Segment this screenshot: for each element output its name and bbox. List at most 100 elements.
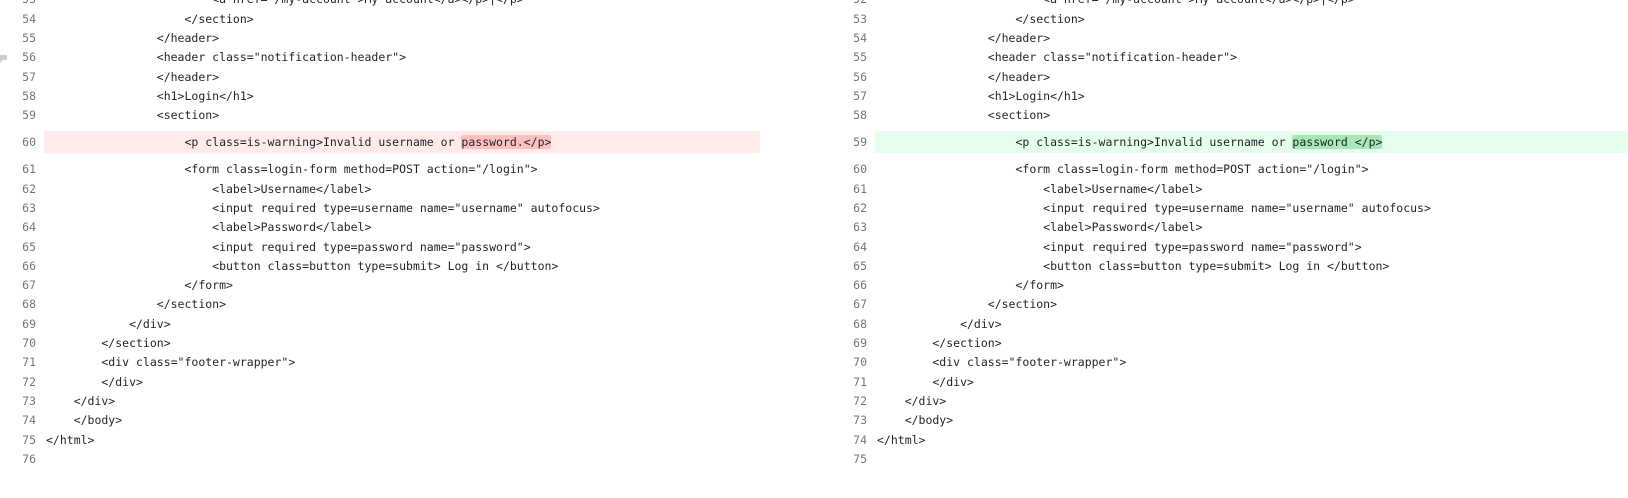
line-number[interactable]: 75 [22,433,36,447]
diff-line: 52 <a href="/my-account">My account</a><… [831,0,1628,9]
diff-line: 57 <h1>Login</h1> [831,86,1628,106]
diff-line: 74 </body> [0,410,800,430]
code-text: <a href="/my-account">My account</a></p>… [46,0,800,9]
code-text: </form> [46,278,233,292]
code-text: </html> [46,433,95,447]
line-number[interactable]: 66 [853,278,867,292]
diff-line: 61 <form class=login-form method=POST ac… [0,159,800,179]
diff-line: 67 </section> [831,294,1628,314]
line-number[interactable]: 76 [22,452,36,466]
diff-line: 65 <button class=button type=submit> Log… [831,256,1628,276]
comment-marker-icon[interactable] [0,55,7,63]
line-number[interactable]: 60 [853,162,867,176]
diff-line: 66 </form> [831,275,1628,295]
code-text: </section> [877,12,1085,26]
line-number[interactable]: 70 [22,336,36,350]
code-text: </div> [46,317,171,331]
line-number[interactable]: 61 [22,162,36,176]
code-text: <p class=is-warning>Invalid username or … [44,131,760,153]
line-number[interactable]: 58 [22,89,36,103]
line-number[interactable]: 73 [22,394,36,408]
line-number[interactable]: 66 [22,259,36,273]
line-number[interactable]: 56 [853,70,867,84]
line-number[interactable]: 58 [853,108,867,122]
code-text: <div class="footer-wrapper"> [46,355,296,369]
code-text: </form> [877,278,1064,292]
line-number[interactable]: 62 [22,182,36,196]
code-text: <input required type=username name="user… [877,201,1431,215]
line-number[interactable]: 64 [22,220,36,234]
diff-line: 63 <label>Password</label> [831,217,1628,237]
line-number[interactable]: 55 [22,31,36,45]
diff-line: 53 </section> [831,9,1628,29]
line-number[interactable]: 56 [22,50,36,64]
code-text: </section> [46,12,254,26]
line-number[interactable]: 75 [853,452,867,466]
added-text-highlight: password </p> [1292,135,1383,149]
code-text: </body> [46,413,123,427]
code-text: <input required type=password name="pass… [46,240,531,254]
line-number[interactable]: 59 [853,135,867,149]
line-number[interactable]: 74 [853,433,867,447]
line-number[interactable]: 53 [853,12,867,26]
diff-line: 62 <label>Username</label> [0,179,800,199]
code-text-unchanged: <p class=is-warning>Invalid username or [46,135,462,149]
line-number[interactable]: 61 [853,182,867,196]
line-number[interactable]: 71 [22,355,36,369]
diff-line: 67 </form> [0,275,800,295]
line-number[interactable]: 54 [853,31,867,45]
diff-line: 63 <input required type=username name="u… [0,198,800,218]
line-number[interactable]: 55 [853,50,867,64]
code-text: <header class="notification-header"> [46,50,407,64]
code-text: <button class=button type=submit> Log in… [877,259,1390,273]
diff-line: 71 </div> [831,372,1628,392]
line-number[interactable]: 52 [831,0,867,9]
line-number[interactable]: 68 [853,317,867,331]
line-number[interactable]: 63 [22,201,36,215]
code-text: <section> [46,108,220,122]
code-text: <a href="/my-account">My account</a></p>… [877,0,1628,9]
line-number[interactable]: 74 [22,413,36,427]
code-text: </header> [46,31,220,45]
diff-line: 54 </header> [831,28,1628,48]
line-number[interactable]: 59 [22,108,36,122]
diff-line: 65 <input required type=password name="p… [0,237,800,257]
line-number[interactable]: 72 [22,375,36,389]
diff-line: 75 </html> [0,430,800,450]
code-text: </body> [877,413,954,427]
diff-line: 75 [831,449,1628,469]
line-number[interactable]: 69 [853,336,867,350]
line-number[interactable]: 57 [22,70,36,84]
line-number[interactable]: 65 [22,240,36,254]
line-number[interactable]: 73 [853,413,867,427]
code-text: <section> [877,108,1051,122]
code-text: </header> [877,31,1051,45]
line-number[interactable]: 69 [22,317,36,331]
line-number[interactable]: 62 [853,201,867,215]
code-text: <label>Password</label> [46,220,372,234]
diff-line: 56 <header class="notification-header"> [0,47,800,67]
line-number[interactable]: 72 [853,394,867,408]
line-number[interactable]: 53 [0,0,36,9]
code-text: <form class=login-form method=POST actio… [46,162,538,176]
line-number[interactable]: 65 [853,259,867,273]
code-text: </section> [46,297,227,311]
line-number[interactable]: 60 [22,135,36,149]
diff-line: 58 <section> [831,105,1628,125]
code-text: </div> [877,317,1002,331]
line-number[interactable]: 67 [853,297,867,311]
line-number[interactable]: 64 [853,240,867,254]
diff-line: 57 </header> [0,67,800,87]
diff-line: 66 <button class=button type=submit> Log… [0,256,800,276]
line-number[interactable]: 68 [22,297,36,311]
diff-line: 70 </section> [0,333,800,353]
line-number[interactable]: 63 [853,220,867,234]
diff-line: 71 <div class="footer-wrapper"> [0,352,800,372]
line-number[interactable]: 57 [853,89,867,103]
code-text: </section> [46,336,171,350]
line-number[interactable]: 70 [853,355,867,369]
diff-line: 55 </header> [0,28,800,48]
line-number[interactable]: 54 [22,12,36,26]
line-number[interactable]: 67 [22,278,36,292]
line-number[interactable]: 71 [853,375,867,389]
